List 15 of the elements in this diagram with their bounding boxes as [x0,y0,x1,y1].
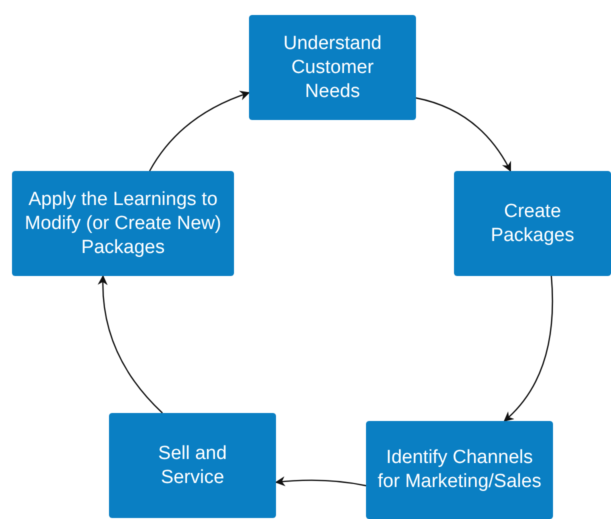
process-box [109,413,276,518]
step-label: Understand Customer Needs [282,32,383,104]
curved-arrow [504,276,554,422]
curved-arrow [149,90,250,172]
process-box [454,171,611,276]
curved-arrow [416,97,512,172]
step-label: Create Packages [490,200,576,248]
curved-arrow [98,275,163,414]
curved-arrow [275,476,366,486]
process-box [249,15,416,120]
step-label: Identify Channels for Marketing/Sales [376,446,542,494]
step-label: Sell and Service [157,442,228,490]
step-label: Apply the Learnings to Modify (or Create New) Packages [24,188,222,260]
process-box [366,421,553,519]
process-box [12,171,234,276]
